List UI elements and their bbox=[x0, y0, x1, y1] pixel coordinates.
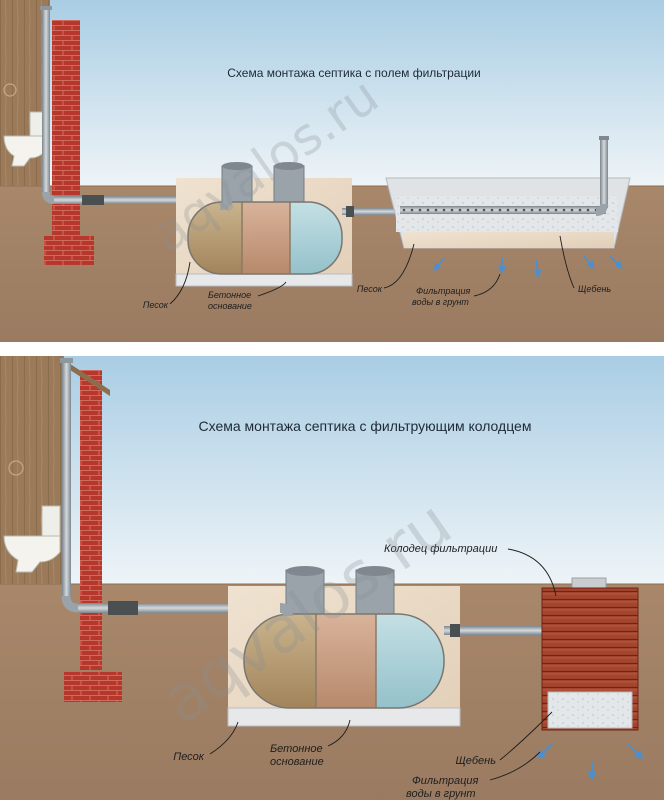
gravel-layer bbox=[547, 691, 633, 729]
brick-foundation bbox=[52, 20, 80, 266]
title-bottom: Схема монтажа септика с фильтрующим коло… bbox=[199, 418, 532, 434]
inlet-pipe bbox=[78, 603, 288, 613]
inlet-pipe bbox=[54, 196, 224, 204]
sand-layer-right bbox=[404, 232, 614, 248]
sky bbox=[0, 0, 664, 186]
label-gravel: Щебень bbox=[455, 755, 496, 767]
vent-pipe bbox=[62, 362, 71, 598]
label-sand-left: Песок bbox=[143, 300, 169, 310]
sky bbox=[0, 356, 664, 584]
label-sand-right: Песок bbox=[357, 284, 383, 294]
filtration-arrows bbox=[536, 743, 644, 781]
label-gravel: Щебень bbox=[578, 284, 611, 294]
drain-vent-pipe bbox=[600, 138, 608, 208]
label-concrete-2: основание bbox=[270, 756, 324, 768]
panel-bottom: Схема монтажа септика с фильтрующим коло… bbox=[0, 356, 664, 800]
brick-foundation bbox=[80, 370, 102, 670]
panel-top: Схема монтажа септика с полем фильтрации… bbox=[0, 0, 664, 342]
label-concrete-1: Бетонное bbox=[270, 743, 323, 755]
outlet-pipe bbox=[342, 208, 402, 215]
concrete-base bbox=[227, 707, 461, 727]
filtration-arrows bbox=[433, 255, 623, 278]
concrete-base bbox=[175, 273, 353, 287]
label-filtration-2: воды в грунт bbox=[406, 788, 476, 800]
label-sand: Песок bbox=[173, 751, 205, 763]
outlet-pipe bbox=[444, 626, 544, 635]
label-filtration-1: Фильтрация bbox=[412, 775, 479, 787]
label-concrete-2: основание bbox=[208, 301, 252, 311]
label-well: Колодец фильтрации bbox=[384, 543, 497, 555]
label-concrete-1: Бетонное bbox=[208, 290, 251, 300]
toilet-icon bbox=[3, 505, 61, 573]
label-filtration-2: воды в грунт bbox=[412, 297, 469, 307]
label-filtration-1: Фильтрация bbox=[416, 286, 471, 296]
vent-pipe bbox=[42, 8, 50, 193]
title-top: Схема монтажа септика с полем фильтрации bbox=[227, 66, 481, 80]
